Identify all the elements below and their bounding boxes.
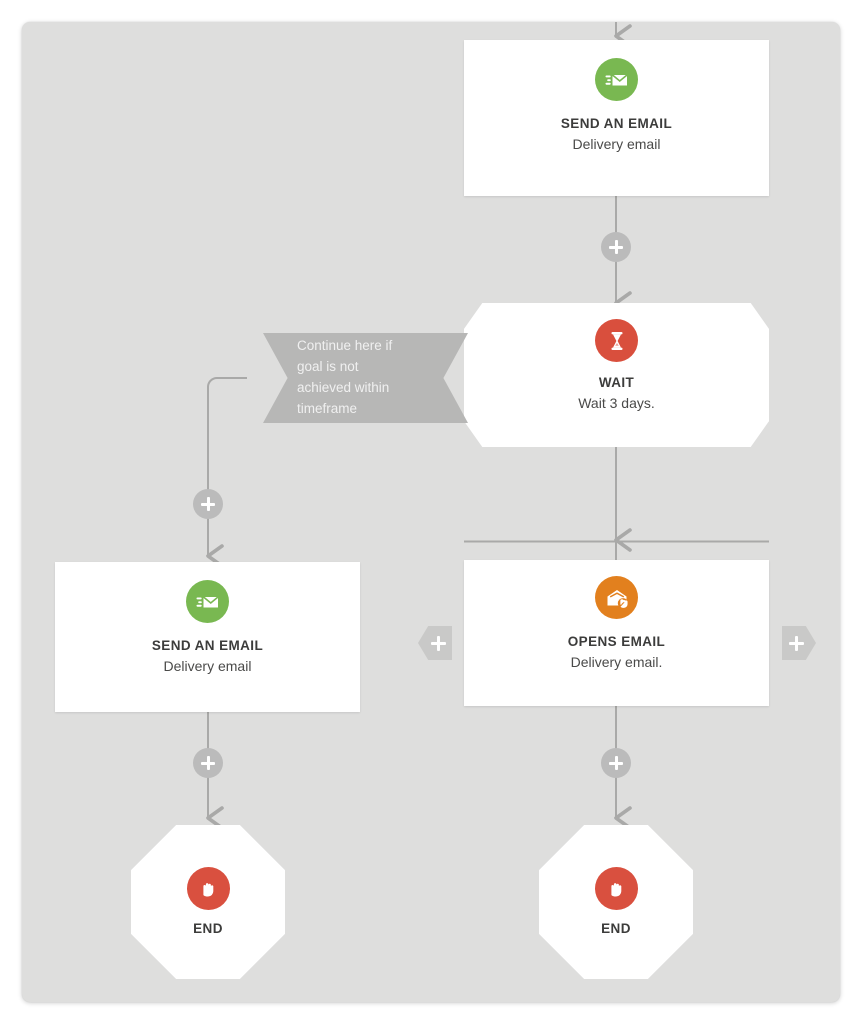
node-title: END <box>193 921 223 937</box>
node-subtitle: Delivery email <box>163 657 252 674</box>
node-subtitle: Delivery email <box>572 135 661 152</box>
node-subtitle: Delivery email. <box>570 653 663 670</box>
node-title: WAIT <box>598 375 635 390</box>
node-subtitle: Wait 3 days. <box>578 394 655 411</box>
node-title: OPENS EMAIL <box>567 634 666 649</box>
node-title: SEND AN EMAIL <box>560 116 673 131</box>
node-wait[interactable]: WAIT Wait 3 days. <box>464 303 769 447</box>
add-branch-left-button[interactable] <box>418 626 452 660</box>
node-end-right[interactable]: END <box>539 825 693 979</box>
stop-hand-glyph <box>203 882 214 897</box>
hourglass-icon <box>595 319 638 362</box>
send-email-icon <box>595 58 638 101</box>
add-step-top-button[interactable] <box>601 232 631 262</box>
add-branch-right-button[interactable] <box>782 626 816 660</box>
send-email-icon <box>186 580 229 623</box>
node-send-email-top[interactable]: SEND AN EMAIL Delivery email <box>464 40 769 196</box>
callout-line: Continue here if <box>297 338 393 354</box>
workflow-canvas[interactable]: SEND AN EMAIL Delivery email WAIT Wait 3… <box>22 22 840 1002</box>
add-step-left-branch-button[interactable] <box>193 489 223 519</box>
callout-line: goal is not <box>297 359 359 375</box>
node-title: END <box>601 921 631 937</box>
callout-line: achieved within <box>297 380 390 395</box>
stop-hand-icon <box>594 867 638 911</box>
goal-timeout-callout: Continue here if goal is not achieved wi… <box>263 333 468 423</box>
opens-email-glyph <box>607 589 628 608</box>
node-opens-email[interactable]: OPENS EMAIL Delivery email. <box>464 560 769 706</box>
node-title: SEND AN EMAIL <box>151 638 264 653</box>
callout-text: Continue here if goal is not achieved wi… <box>297 336 392 420</box>
stop-hand-icon <box>186 867 230 911</box>
node-send-email-left[interactable]: SEND AN EMAIL Delivery email <box>55 562 360 712</box>
callout-line: timeframe <box>297 400 358 416</box>
connector-lines <box>206 22 769 830</box>
add-step-left-bottom-button[interactable] <box>193 748 223 778</box>
send-email-glyph <box>605 73 628 85</box>
node-end-left[interactable]: END <box>131 825 285 979</box>
add-step-right-bottom-button[interactable] <box>601 748 631 778</box>
opens-email-icon <box>595 576 638 619</box>
stop-hand-glyph <box>611 882 622 897</box>
send-email-glyph <box>196 595 219 607</box>
hourglass-glyph <box>611 331 622 350</box>
